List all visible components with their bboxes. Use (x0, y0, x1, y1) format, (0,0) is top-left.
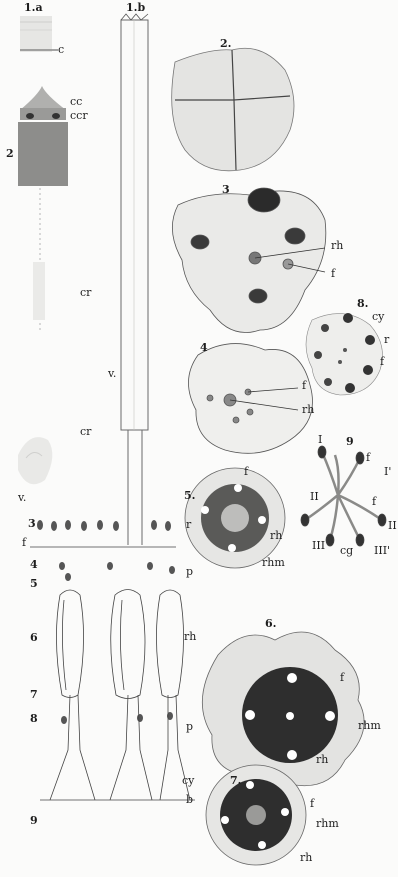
column-label-f: f (22, 537, 26, 548)
fig-number-6: 6. (265, 618, 276, 629)
fig-8-drawing (306, 313, 382, 395)
fig9-label-I: I (318, 434, 322, 445)
column-label-cy: cy (182, 775, 194, 786)
fig9-label-I-prime: I' (384, 466, 391, 477)
fig-1a-drawing (20, 16, 58, 52)
fig-number-7: 7. (230, 775, 241, 786)
fig-2-right-drawing (172, 48, 294, 171)
fig-number-3: 3 (222, 184, 230, 195)
label-cr-1: cr (80, 287, 91, 298)
fig9-label-f-top: f (366, 452, 370, 463)
fig-4-drawing (188, 344, 312, 454)
column-label-rh: rh (184, 631, 196, 642)
fig8-label-cy: cy (372, 311, 384, 322)
fig6-label-f: f (340, 672, 344, 683)
column-label-r: r (186, 519, 191, 530)
fig-5-drawing (185, 468, 285, 568)
fig-2-left-drawing (18, 86, 68, 484)
fig-3-drawing (172, 188, 325, 333)
fig-number-4: 4 (200, 342, 208, 353)
fig-1b-tube (121, 14, 148, 545)
fig3-label-rh: rh (331, 240, 343, 251)
label-v-2: v. (18, 492, 26, 503)
fig-column-drawing (30, 520, 195, 800)
fig-7-drawing (206, 765, 306, 865)
column-number-4: 4 (30, 559, 38, 570)
fig-number-8: 8. (357, 298, 368, 309)
label-cr-2: cr (80, 426, 91, 437)
fig7-label-rhm: rhm (316, 818, 339, 829)
fig9-label-II-left: II (310, 491, 319, 502)
fig6-label-rh: rh (316, 754, 328, 765)
fig5-label-f: f (244, 466, 248, 477)
fig-number-5: 5. (184, 490, 195, 501)
label-cc: cc (70, 96, 82, 107)
fig9-label-f-mid: f (372, 496, 376, 507)
fig9-label-III-prime: III' (374, 545, 390, 556)
fig-number-1b: 1.b (126, 2, 145, 13)
column-number-9: 9 (30, 815, 38, 826)
fig3-label-f: f (331, 268, 335, 279)
label-v-1: v. (108, 368, 116, 379)
column-number-3: 3 (28, 518, 36, 529)
label-ccr: ccr (70, 110, 88, 121)
fig6-label-rhm: rhm (358, 720, 381, 731)
fig-6-drawing (202, 632, 364, 791)
fig-number-2-left: 2 (6, 148, 14, 159)
fig9-label-III: III (312, 540, 325, 551)
fig7-label-rh: rh (300, 852, 312, 863)
fig4-label-f: f (302, 380, 306, 391)
fig-number-2-right: 2. (220, 38, 231, 49)
fig7-label-f: f (310, 798, 314, 809)
fig4-label-rh: rh (302, 404, 314, 415)
fig8-label-f: f (380, 356, 384, 367)
column-label-p-top: p (186, 566, 193, 577)
fig9-label-cg: cg (340, 545, 353, 556)
fig5-label-rh: rh (270, 530, 282, 541)
fig8-label-r: r (384, 334, 389, 345)
fig9-label-II-right: II (388, 520, 397, 531)
label-c: c (58, 44, 64, 55)
fig5-label-rhm: rhm (262, 557, 285, 568)
fig-number-1a: 1.a (24, 2, 43, 13)
column-number-7: 7 (30, 689, 38, 700)
column-number-6: 6 (30, 632, 38, 643)
column-number-8: 8 (30, 713, 38, 724)
fig-number-9: 9 (346, 436, 354, 447)
column-number-5: 5 (30, 578, 38, 589)
column-label-p-bottom: p (186, 721, 193, 732)
column-label-b: b (186, 794, 193, 805)
